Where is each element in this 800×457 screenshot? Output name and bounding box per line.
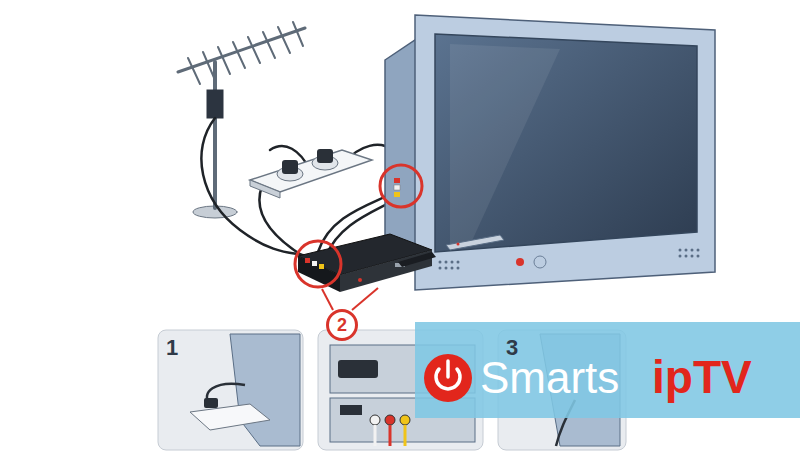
watermark-text: Smarts: [480, 356, 619, 400]
step-number: 1: [166, 336, 178, 360]
highlight-circles: [295, 165, 422, 287]
television: [385, 15, 715, 290]
step-panel: 1: [158, 330, 303, 450]
tv-remote: [446, 235, 504, 250]
step-number: 2: [326, 309, 358, 341]
box-remote: [398, 252, 436, 267]
watermark-text: ipTV: [652, 354, 752, 400]
step-panel-1: [158, 330, 303, 450]
step-panel: 2: [318, 330, 483, 450]
leader-lines: [322, 288, 378, 310]
cables: [201, 118, 402, 258]
power-strip: [250, 149, 372, 198]
